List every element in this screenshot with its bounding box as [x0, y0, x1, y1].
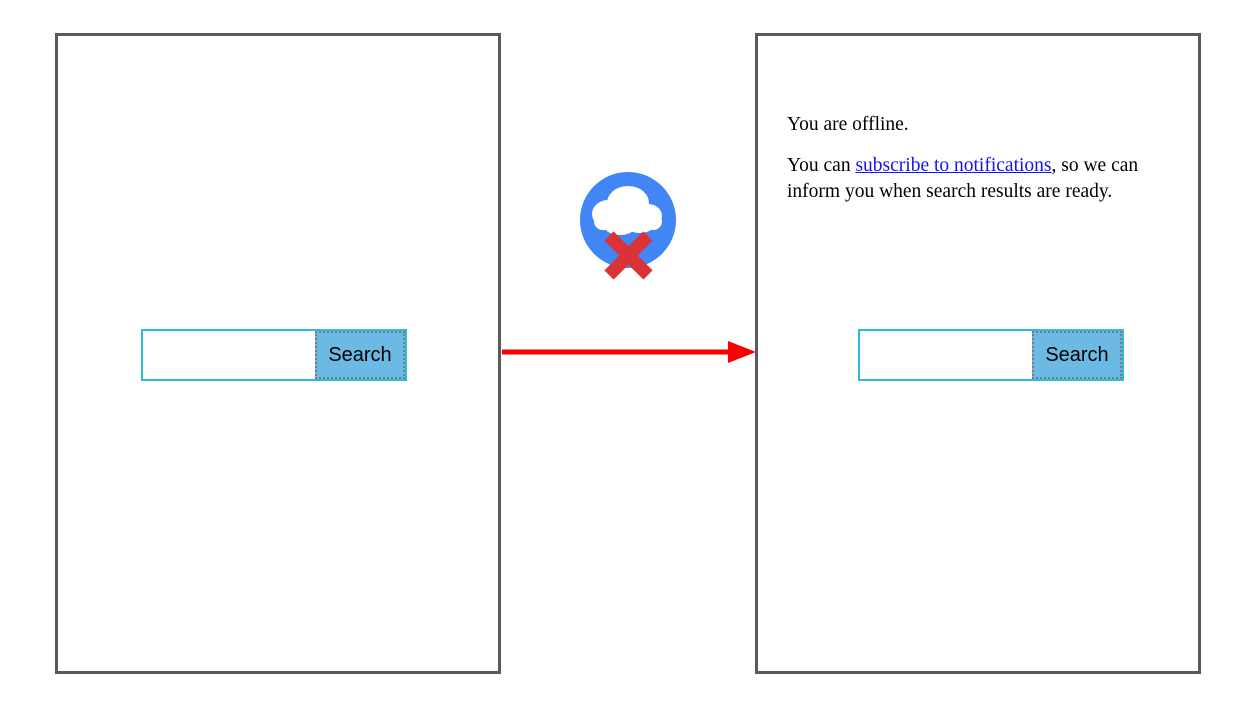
after-state-panel: You are offline. You can subscribe to no… [755, 33, 1201, 674]
search-input[interactable] [860, 331, 1032, 379]
subscribe-line-prefix: You can [787, 154, 856, 176]
search-button[interactable]: Search [1032, 331, 1122, 379]
search-input[interactable] [143, 331, 315, 379]
offline-message: You are offline. You can subscribe to no… [787, 112, 1177, 205]
cloud-offline-icon [578, 170, 678, 282]
right-arrow-icon [500, 335, 758, 369]
search-widget-after: Search [858, 329, 1124, 381]
offline-subscribe-line: You can subscribe to notifications, so w… [787, 153, 1177, 205]
offline-status-line: You are offline. [787, 114, 909, 135]
subscribe-line-suffix: , so we can inform you when search resul… [787, 154, 1139, 202]
search-button[interactable]: Search [315, 331, 405, 379]
subscribe-to-notifications-link[interactable]: subscribe to notifications [855, 154, 1052, 176]
search-widget-before: Search [141, 329, 407, 381]
before-state-panel: Search [55, 33, 501, 674]
